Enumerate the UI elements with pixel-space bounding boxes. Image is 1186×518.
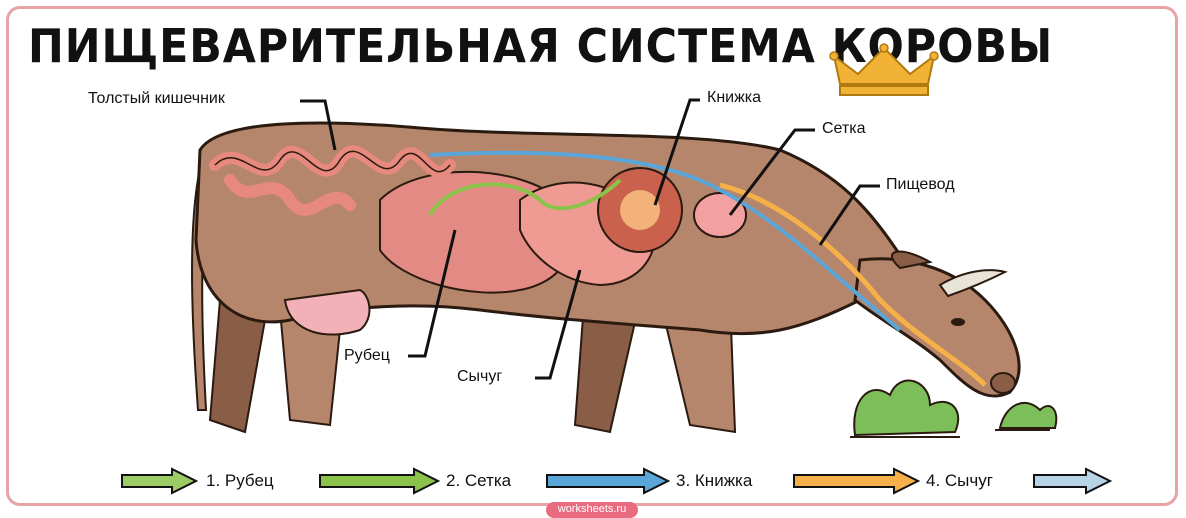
label-esophagus: Пищевод — [886, 176, 955, 194]
legend-arrow-2-icon — [318, 467, 440, 495]
cow-eye — [951, 318, 965, 326]
label-rumen: Рубец — [344, 347, 390, 365]
legend-label: 4. Сычуг — [926, 471, 993, 491]
legend: 1. Рубец 2. Сетка 3. Книжка 4. Сычуг — [120, 465, 1120, 499]
label-reticulum: Сетка — [822, 120, 866, 138]
cow-nose — [991, 373, 1015, 393]
legend-label: 3. Книжка — [676, 471, 752, 491]
legend-arrow-4-icon — [792, 467, 920, 495]
watermark-badge: worksheets.ru — [546, 502, 638, 518]
legend-arrow-3-icon — [545, 467, 670, 495]
legend-label: 1. Рубец — [206, 471, 274, 491]
plant-right — [1000, 403, 1056, 428]
legend-arrow-end-icon — [1032, 467, 1112, 495]
plant-left — [854, 381, 958, 435]
legend-arrow-1-icon — [120, 467, 198, 495]
label-large-intestine: Толстый кишечник — [88, 90, 225, 108]
omasum-core — [620, 190, 660, 230]
label-omasum: Книжка — [707, 89, 761, 107]
legend-label: 2. Сетка — [446, 471, 511, 491]
label-abomasum: Сычуг — [457, 368, 502, 386]
